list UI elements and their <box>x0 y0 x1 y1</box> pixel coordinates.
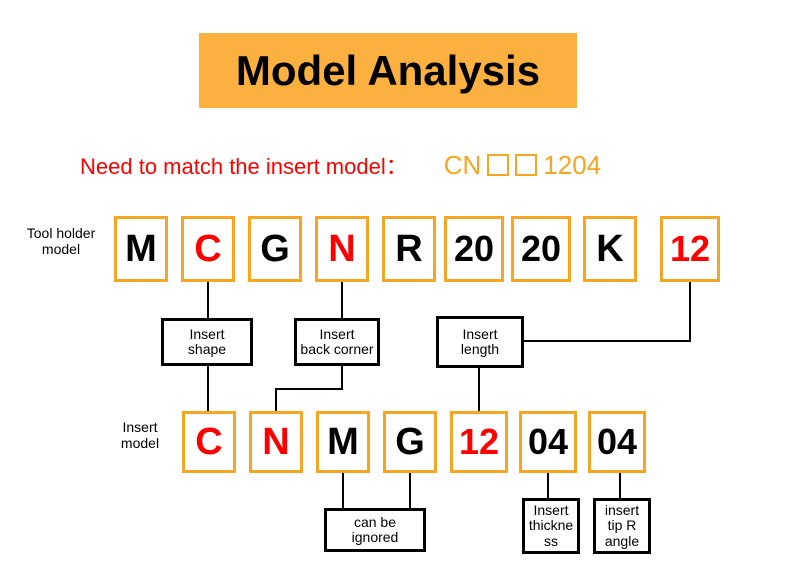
tool-holder-cell-3[interactable]: N <box>315 216 369 282</box>
insert-cell-6[interactable]: 04 <box>588 411 646 473</box>
page-title: Model Analysis <box>235 46 541 94</box>
annotation-insert-shape[interactable]: Insert shape <box>161 318 253 366</box>
tool-holder-cell-5[interactable]: 20 <box>444 216 504 282</box>
tool-holder-cell-1[interactable]: C <box>181 216 235 282</box>
annotation-insert-tip-r-angle[interactable]: insert tip R angle <box>593 498 651 554</box>
tool-holder-cell-2[interactable]: G <box>248 216 302 282</box>
line-12-to-insert-length <box>524 282 692 343</box>
blank-square-2 <box>515 154 538 176</box>
line-back-corner-to-n <box>274 366 344 411</box>
insert-row-label: Insert model <box>120 419 160 451</box>
insert-cell-5[interactable]: 04 <box>519 411 577 473</box>
tool-holder-cell-7[interactable]: K <box>583 216 637 282</box>
subtitle-row: Need to match the insert model： CN 1204 <box>80 148 601 182</box>
annotation-insert-thickness[interactable]: Insert thickne ss <box>522 498 580 554</box>
insert-cell-2[interactable]: M <box>316 411 370 473</box>
target-prefix: CN <box>443 149 482 180</box>
insert-cell-1[interactable]: N <box>249 411 303 473</box>
subtitle-text: Need to match the insert model： <box>80 154 408 179</box>
target-suffix: 1204 <box>543 149 602 180</box>
tool-holder-cell-8[interactable]: 12 <box>660 216 720 282</box>
tool-holder-row-label: Tool holder model <box>26 225 96 257</box>
tool-holder-cell-6[interactable]: 20 <box>511 216 571 282</box>
tool-holder-cell-0[interactable]: M <box>114 216 168 282</box>
insert-cell-4[interactable]: 12 <box>450 411 508 473</box>
annotation-can-be-ignored[interactable]: can be ignored <box>324 508 426 552</box>
annotation-insert-back-corner[interactable]: Insert back corner <box>294 318 380 366</box>
title-banner: Model Analysis <box>199 33 577 108</box>
blank-square-1 <box>487 154 510 176</box>
target-insert-model: CN 1204 <box>444 150 601 181</box>
insert-cell-0[interactable]: C <box>182 411 236 473</box>
tool-holder-cell-4[interactable]: R <box>382 216 436 282</box>
insert-cell-3[interactable]: G <box>383 411 437 473</box>
annotation-insert-length[interactable]: Insert length <box>436 316 524 368</box>
